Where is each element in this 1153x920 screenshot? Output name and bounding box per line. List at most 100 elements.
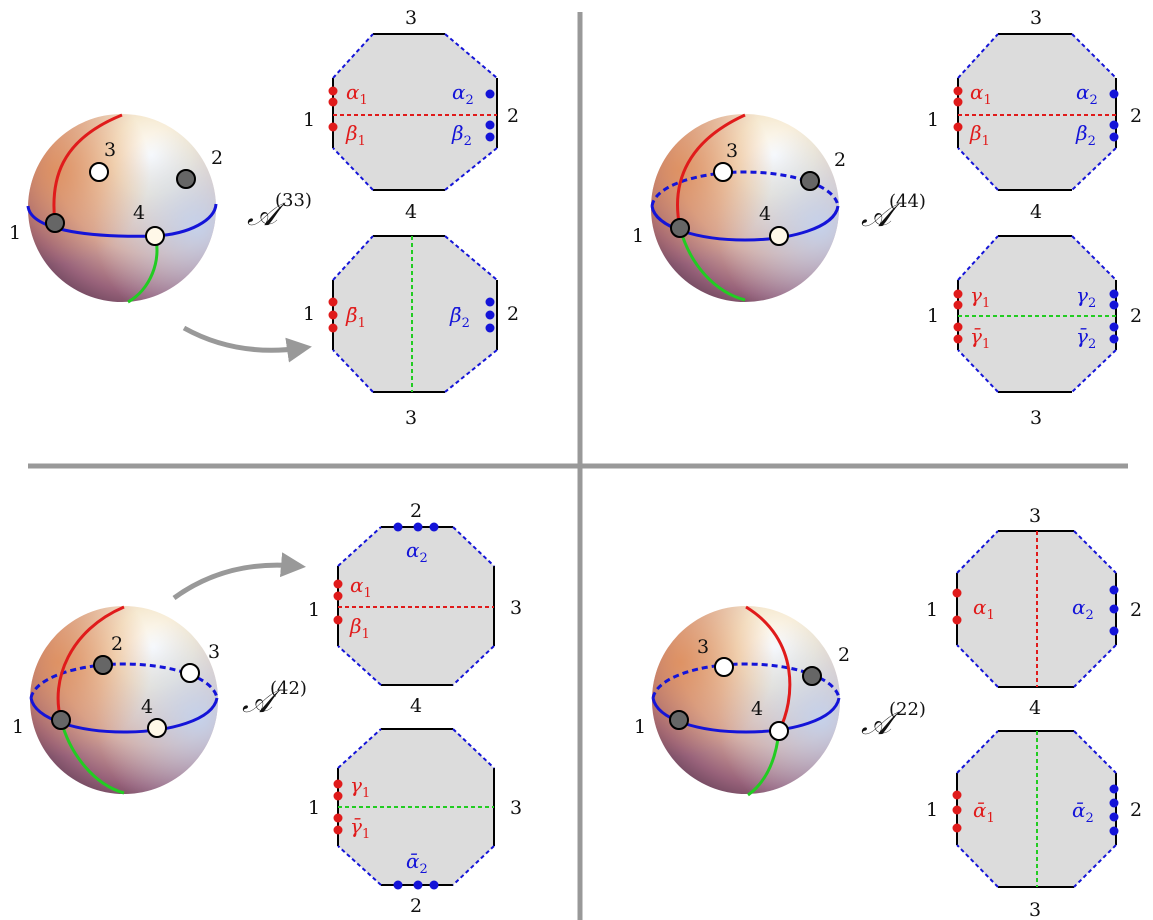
octagon-bottom: 1 2 3 ᾱ1 ᾱ2 xyxy=(926,730,1142,920)
algebra-superscript: (44) xyxy=(889,191,926,212)
arrow xyxy=(182,325,312,363)
greek-beta2: β2 xyxy=(1075,121,1096,149)
octagon-label-left: 1 xyxy=(308,797,320,819)
sphere-label-2: 2 xyxy=(111,633,123,655)
greek-alpha2: α2 xyxy=(452,80,474,108)
octagon-label-left: 1 xyxy=(303,109,315,131)
octagon-label-right: 2 xyxy=(1130,305,1142,327)
sphere-label-2: 2 xyxy=(838,644,850,666)
sphere-label-1: 1 xyxy=(632,225,644,247)
greek-gammabar1: γ̄1 xyxy=(350,814,370,842)
algebra-label: 𝒜 (44) xyxy=(861,191,926,234)
octagon-label-bottom: 4 xyxy=(410,695,422,717)
puncture-1 xyxy=(45,213,65,233)
sphere: 1 2 3 4 xyxy=(634,605,850,797)
greek-betabar1: β̄1 xyxy=(345,303,366,331)
octagon-label-bottom: 2 xyxy=(410,895,422,917)
octagon-label-bottom: 4 xyxy=(1029,697,1041,719)
sphere-label-2: 2 xyxy=(834,149,846,171)
sphere-label-3: 3 xyxy=(726,140,738,162)
octagon-top: 2 1 3 4 α2 α1 β1 xyxy=(308,500,522,717)
sphere-label-2: 2 xyxy=(211,147,223,169)
puncture-2 xyxy=(176,169,196,189)
sphere: 1 2 3 4 xyxy=(12,605,220,795)
greek-beta1: β1 xyxy=(969,121,990,149)
octagon-label-left: 1 xyxy=(303,303,315,325)
blue-equator-front xyxy=(29,697,219,734)
greek-alphabar2: ᾱ2 xyxy=(406,849,428,877)
greek-alphabar2: ᾱ2 xyxy=(1072,798,1094,826)
octagon-label-left: 1 xyxy=(927,109,939,131)
greek-alphabar1: ᾱ1 xyxy=(973,798,995,826)
puncture-2 xyxy=(800,171,820,191)
puncture-3 xyxy=(89,162,109,182)
red-meridian xyxy=(745,605,792,732)
octagon-top: 3 1 2 4 α1 β1 α2 β2 xyxy=(927,7,1142,223)
greek-gammabar1: γ̄1 xyxy=(970,324,990,352)
octagon-label-right: 3 xyxy=(510,797,522,819)
algebra-label: 𝒜 (22) xyxy=(861,699,926,742)
octagon-label-top: 2 xyxy=(410,500,422,522)
panel-33: 1 2 3 4 𝒜 (33) 3 1 2 4 α xyxy=(9,7,519,429)
blue-equator-front xyxy=(650,205,840,242)
greek-gamma2: γ2 xyxy=(1076,283,1096,311)
greek-betabar2: β̄2 xyxy=(449,303,470,331)
sphere: 1 2 3 4 xyxy=(632,113,846,302)
octagon-label-left: 1 xyxy=(926,799,938,821)
octagon-label-right: 3 xyxy=(510,597,522,619)
greek-gamma1: γ1 xyxy=(350,773,370,801)
sphere-label-4: 4 xyxy=(751,698,763,720)
octagon-label-left: 1 xyxy=(927,305,939,327)
greek-gammabar2: γ̄2 xyxy=(1076,324,1096,352)
sphere-label-4: 4 xyxy=(759,203,771,225)
red-meridian xyxy=(56,605,125,721)
puncture-1 xyxy=(670,218,690,238)
puncture-4 xyxy=(769,226,789,246)
greek-alpha1: α1 xyxy=(350,573,372,601)
puncture-4 xyxy=(147,718,167,738)
blue-equator-front xyxy=(651,697,841,734)
octagon-label-top: 3 xyxy=(1030,7,1042,29)
greek-alpha2: α2 xyxy=(1072,595,1094,623)
puncture-4 xyxy=(145,226,165,246)
blue-equator-back xyxy=(651,662,841,699)
panel-22: 1 2 3 4 𝒜 (22) 3 1 2 4 α1 α2 xyxy=(634,505,1142,920)
green-meridian xyxy=(59,719,125,795)
octagon-bottom: 1 2 3 β̄1 β̄2 xyxy=(303,235,519,429)
greek-beta2: β2 xyxy=(451,121,472,149)
octagon-bottom: 1 3 2 γ1 γ̄1 ᾱ2 xyxy=(308,728,522,917)
algebra-superscript: (33) xyxy=(275,190,312,211)
sphere-label-3: 3 xyxy=(697,636,709,658)
puncture-2 xyxy=(93,655,113,675)
greek-alpha1: α1 xyxy=(970,80,992,108)
algebra-superscript: (22) xyxy=(889,699,926,720)
puncture-1 xyxy=(669,710,689,730)
puncture-3 xyxy=(180,663,200,683)
greek-alpha2: α2 xyxy=(406,538,428,566)
greek-gamma1: γ1 xyxy=(970,283,990,311)
puncture-2 xyxy=(802,666,822,686)
greek-beta1: β1 xyxy=(349,614,370,642)
puncture-3 xyxy=(713,162,733,182)
greek-alpha2: α2 xyxy=(1076,80,1098,108)
puncture-3 xyxy=(714,657,734,677)
octagon-label-left: 1 xyxy=(926,599,938,621)
algebra-label: 𝒜 (42) xyxy=(242,678,307,720)
octagon-label-bottom: 4 xyxy=(405,201,417,223)
green-meridian xyxy=(678,227,746,302)
red-meridian xyxy=(676,113,746,229)
octagon-label-right: 2 xyxy=(1130,599,1142,621)
octagon-label-top: 3 xyxy=(1029,505,1041,527)
octagon-top: 3 1 2 4 α1 β1 α2 β2 xyxy=(303,7,519,223)
sphere-label-4: 4 xyxy=(133,202,145,224)
panel-42: 1 2 3 4 𝒜 (42) 2 1 3 4 α2 xyxy=(12,500,522,917)
octagon-label-right: 2 xyxy=(1130,799,1142,821)
octagon-label-bottom: 3 xyxy=(405,407,417,429)
octagon-top: 3 1 2 4 α1 α2 xyxy=(926,505,1142,719)
puncture-1 xyxy=(51,710,71,730)
sphere-label-1: 1 xyxy=(12,716,24,738)
greek-alpha1: α1 xyxy=(346,80,368,108)
blue-equator-back xyxy=(650,170,840,207)
octagon-label-bottom: 3 xyxy=(1030,407,1042,429)
